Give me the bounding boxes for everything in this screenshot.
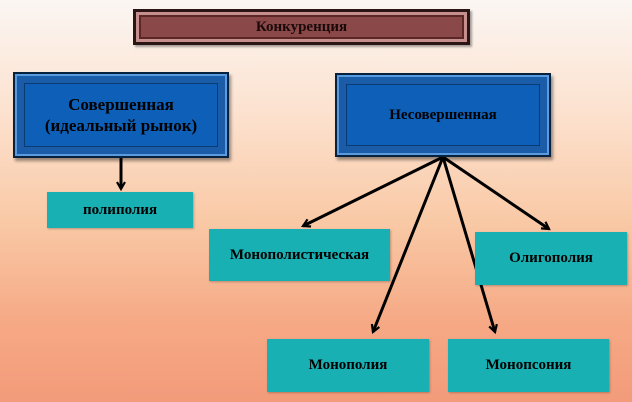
- arrow-to-oligopoly: [442, 155, 549, 229]
- monopsony-box: Монопсония: [448, 339, 609, 392]
- perfect-competition-label: Совершенная (идеальный рынок): [45, 94, 197, 136]
- competition-title: Конкуренция: [133, 9, 470, 45]
- arrow-to-monopsony: [441, 156, 495, 332]
- competition-title-label: Конкуренция: [255, 18, 348, 35]
- monopolistic-box: Монополистическая: [209, 229, 390, 281]
- perfect-competition-line2: (идеальный рынок): [44, 116, 198, 135]
- polypoly-box: полиполия: [47, 192, 193, 228]
- monopoly-box: Монополия: [267, 339, 429, 392]
- monopolistic-label: Монополистическая: [229, 246, 370, 263]
- imperfect-competition-box: Несовершенная: [335, 73, 551, 157]
- oligopoly-box: Олигополия: [475, 232, 627, 285]
- perfect-competition-box: Совершенная (идеальный рынок): [13, 72, 229, 158]
- monopsony-label: Монопсония: [485, 357, 572, 373]
- perfect-competition-line1: Совершенная: [68, 95, 174, 114]
- arrow-to-monopolistic: [303, 155, 444, 226]
- monopoly-label: Монополия: [308, 357, 388, 373]
- oligopoly-label: Олигополия: [509, 250, 593, 266]
- polypoly-label: полиполия: [82, 201, 158, 218]
- imperfect-competition-label: Несовершенная: [389, 106, 497, 123]
- arrow-to-monopoly: [373, 156, 445, 332]
